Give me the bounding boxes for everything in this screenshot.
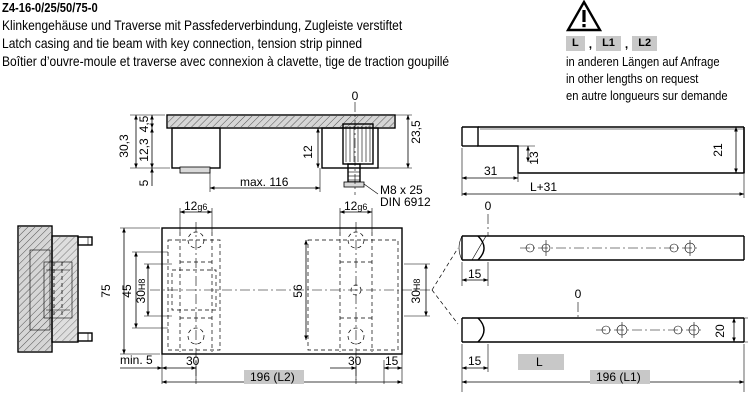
dim-13: 13 (527, 151, 541, 165)
notice-text: in anderen Längen auf Anfrage in other l… (566, 53, 750, 104)
screw-spec: M8 x 25 (380, 183, 423, 197)
tie-beam-outline (166, 114, 396, 129)
description-de: Klinkengehäuse und Traverse mit Passfede… (2, 17, 403, 33)
dim-20: 20 (713, 324, 727, 338)
dim-75: 75 (99, 284, 113, 298)
section-view: 30,3 4,5 12,3 5 12 max. 116 23,5 0 M8 x … (117, 89, 431, 209)
dim-21: 21 (711, 143, 725, 157)
dim-30-b: 30 (348, 354, 362, 368)
dim-31: 31 (484, 164, 498, 178)
badge-l1: L1 (596, 36, 621, 51)
dim-max-116: max. 116 (240, 175, 289, 189)
strip-outline (462, 126, 745, 174)
badge-l: L (566, 36, 585, 51)
l1-highlight (590, 370, 650, 384)
screw-head (343, 181, 365, 188)
description-fr: Boîtier d’ouvre-moule et traverse avec c… (2, 53, 450, 69)
dim-12g6-right: 12g6 (344, 199, 367, 213)
product-code: Z4-16-0/25/50/75-0 (2, 0, 98, 15)
dim-l-31: L+31 (530, 180, 557, 194)
dim-5: 5 (137, 179, 151, 186)
dim-15: 15 (385, 354, 399, 368)
screw-shank (347, 163, 361, 183)
badge-l2: L2 (632, 36, 658, 51)
dim-15-lower: 15 (468, 354, 482, 368)
latch-casing-left (171, 127, 221, 169)
dim-196-l2: 196 (L2) (250, 370, 295, 384)
knurl-lines (345, 126, 371, 162)
header-block: Z4-16-0/25/50/75-0 Klinkengehäuse und Tr… (2, 0, 522, 70)
top-view: 12g6 12g6 75 45 30H8 56 30H8 min. 5 30 (99, 199, 430, 384)
dim-30-3: 30,3 (117, 134, 131, 158)
length-badges: L , L1 , L2 (566, 36, 658, 51)
screw-standard: DIN 6912 (380, 195, 431, 209)
plate-outline (161, 227, 403, 355)
key-strip (179, 166, 211, 174)
notice-en: in other lengths on request (566, 71, 699, 86)
l2-highlight (244, 370, 304, 384)
dim-56: 56 (291, 284, 305, 298)
tie-beam-hatch (168, 116, 394, 127)
dim-30-a: 30 (186, 354, 200, 368)
badge-separator: , (588, 36, 593, 51)
dim-23-5: 23,5 (409, 120, 423, 144)
projection-line-lower (431, 289, 459, 325)
description-en: Latch casing and tie beam with key conne… (2, 35, 363, 51)
dim-12: 12 (301, 145, 315, 159)
badge-separator: , (624, 36, 629, 51)
dim-30h8-right: 30H8 (409, 279, 423, 304)
notice-de: in anderen Längen auf Anfrage (566, 54, 720, 69)
zero-mark-upper: 0 (485, 199, 492, 213)
dim-45: 45 (120, 284, 134, 298)
dim-l: L (536, 355, 543, 369)
l-highlight (518, 354, 564, 370)
dim-12g6-left: 12g6 (184, 199, 207, 213)
warning-triangle-icon (565, 0, 603, 37)
dim-12-3: 12,3 (137, 138, 151, 162)
dim-min-5: min. 5 (120, 353, 153, 367)
zero-mark-lower: 0 (575, 287, 582, 301)
projection-line-upper (431, 247, 459, 291)
strip-side-view: 13 31 L+31 21 (461, 126, 745, 198)
left-side-view (17, 225, 93, 353)
dim-4-5: 4,5 (137, 115, 151, 132)
dim-196-l1: 196 (L1) (596, 370, 641, 384)
notice-fr: en autre longueurs sur demande (566, 88, 728, 103)
strip-top-view-long: 0 20 15 L 196 (L1) (461, 287, 748, 392)
zero-mark: 0 (352, 89, 359, 103)
screw-thread (348, 167, 360, 181)
dim-30h8-left: 30H8 (134, 279, 148, 304)
strip-top-view-short: 0 15 (458, 199, 745, 286)
dim-15-upper: 15 (468, 267, 482, 281)
